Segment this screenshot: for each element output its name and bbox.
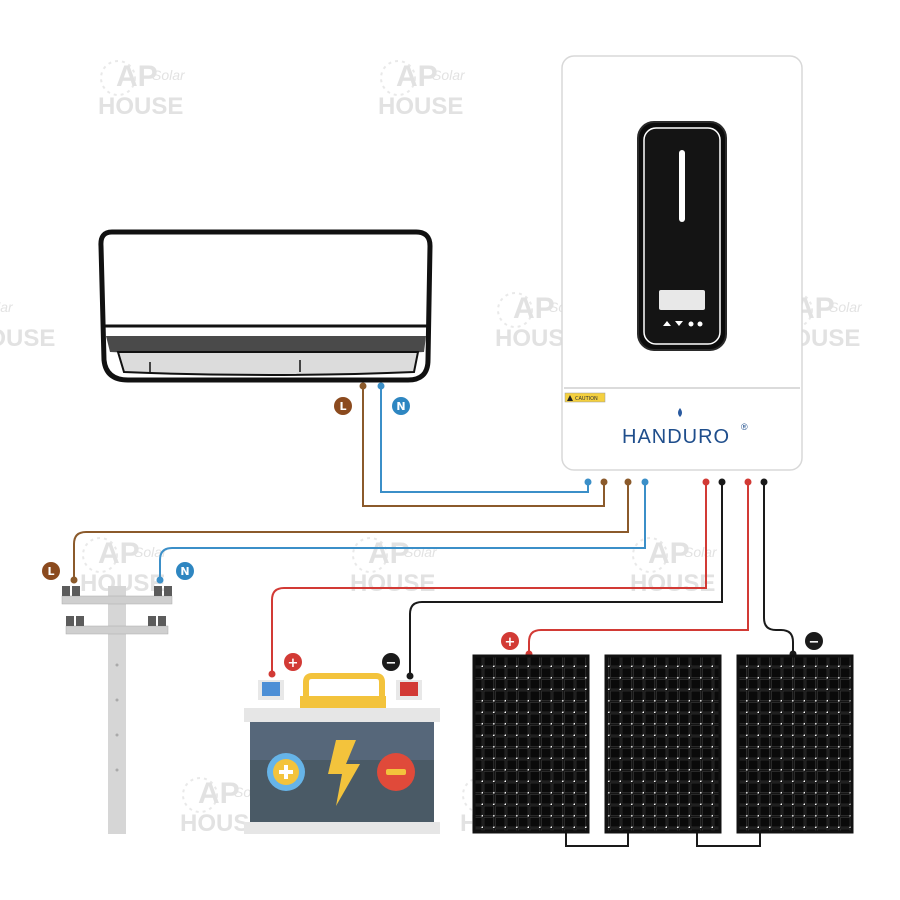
battery-negative-badge: − bbox=[382, 653, 400, 671]
svg-text:AP: AP bbox=[116, 60, 158, 93]
battery-positive-wire bbox=[271, 482, 707, 672]
svg-text:+: + bbox=[288, 656, 299, 671]
solar-panel bbox=[472, 654, 590, 834]
down-button-icon[interactable] bbox=[675, 321, 683, 326]
grid-neutral-wire bbox=[159, 482, 646, 578]
svg-text:CAUTION: CAUTION bbox=[575, 396, 598, 402]
svg-text:AP: AP bbox=[648, 537, 690, 570]
grid-live-badge: L bbox=[42, 562, 60, 580]
watermark-logo: AP Solar HOUSE bbox=[378, 60, 466, 120]
hybrid-inverter: CAUTION HANDURO ® bbox=[561, 55, 803, 471]
svg-text:HOUSE: HOUSE bbox=[0, 325, 55, 352]
utility-pole bbox=[61, 586, 173, 834]
solar-panel bbox=[604, 654, 722, 834]
terminals bbox=[70, 382, 797, 680]
svg-text:Solar: Solar bbox=[0, 299, 14, 315]
air-conditioner bbox=[98, 229, 433, 383]
wiring bbox=[73, 386, 794, 847]
pv-negative-wire bbox=[763, 482, 794, 654]
battery-negative-icon bbox=[377, 753, 415, 791]
svg-text:®: ® bbox=[741, 422, 749, 432]
svg-text:−: − bbox=[386, 656, 397, 671]
svg-text:Solar: Solar bbox=[152, 67, 186, 83]
grid-live-wire bbox=[73, 482, 629, 578]
watermark-logo: AP Solar HOUSE bbox=[350, 537, 438, 597]
battery-positive-icon bbox=[267, 753, 305, 791]
caution-sticker: CAUTION bbox=[564, 392, 606, 403]
svg-text:−: − bbox=[809, 635, 820, 650]
svg-text:Solar: Solar bbox=[404, 544, 438, 560]
pv-positive-wire bbox=[528, 482, 749, 654]
up-button-icon[interactable] bbox=[663, 321, 671, 326]
ac-live-wire bbox=[362, 386, 605, 507]
watermark-logo: Solar HOUSE bbox=[0, 299, 55, 352]
svg-text:+: + bbox=[505, 635, 516, 650]
svg-text:Solar: Solar bbox=[432, 67, 466, 83]
battery-negative-wire bbox=[409, 482, 723, 676]
solar-panel-array bbox=[472, 654, 854, 834]
svg-text:Solar: Solar bbox=[684, 544, 718, 560]
svg-text:L: L bbox=[339, 400, 346, 413]
lcd-screen bbox=[659, 290, 705, 310]
svg-text:N: N bbox=[396, 400, 405, 413]
grid-neutral-badge: N bbox=[176, 562, 194, 580]
ac-live-badge: L bbox=[334, 397, 352, 415]
svg-text:HOUSE: HOUSE bbox=[378, 93, 463, 120]
svg-text:AP: AP bbox=[396, 60, 438, 93]
svg-text:L: L bbox=[47, 565, 54, 578]
svg-text:AP: AP bbox=[98, 537, 140, 570]
svg-text:Solar: Solar bbox=[829, 299, 863, 315]
inverter-brand-logo: HANDURO ® bbox=[622, 408, 749, 448]
svg-text:N: N bbox=[180, 565, 189, 578]
esc-button-icon[interactable] bbox=[697, 321, 703, 327]
pole-insulator bbox=[62, 586, 172, 626]
flame-icon bbox=[678, 408, 682, 417]
lightning-icon bbox=[328, 740, 360, 806]
svg-text:HANDURO: HANDURO bbox=[622, 426, 730, 448]
svg-text:HOUSE: HOUSE bbox=[98, 93, 183, 120]
pv-negative-badge: − bbox=[805, 632, 823, 650]
svg-text:AP: AP bbox=[513, 292, 555, 325]
ac-neutral-badge: N bbox=[392, 397, 410, 415]
solar-panel bbox=[736, 654, 854, 834]
svg-text:HOUSE: HOUSE bbox=[350, 570, 435, 597]
battery bbox=[244, 673, 440, 834]
enter-button-icon[interactable] bbox=[688, 321, 694, 327]
watermark-logo: AP Solar HOUSE bbox=[98, 60, 186, 120]
watermark-logo: AP Solar HOUSE bbox=[630, 537, 718, 597]
inverter-display-panel bbox=[637, 121, 727, 351]
battery-positive-badge: + bbox=[284, 653, 302, 671]
svg-text:AP: AP bbox=[368, 537, 410, 570]
pv-positive-badge: + bbox=[501, 632, 519, 650]
svg-text:HOUSE: HOUSE bbox=[630, 570, 715, 597]
svg-text:AP: AP bbox=[198, 777, 240, 810]
panel-link-wire bbox=[696, 832, 761, 847]
panel-link-wire bbox=[565, 832, 629, 847]
ac-neutral-wire bbox=[380, 386, 589, 493]
